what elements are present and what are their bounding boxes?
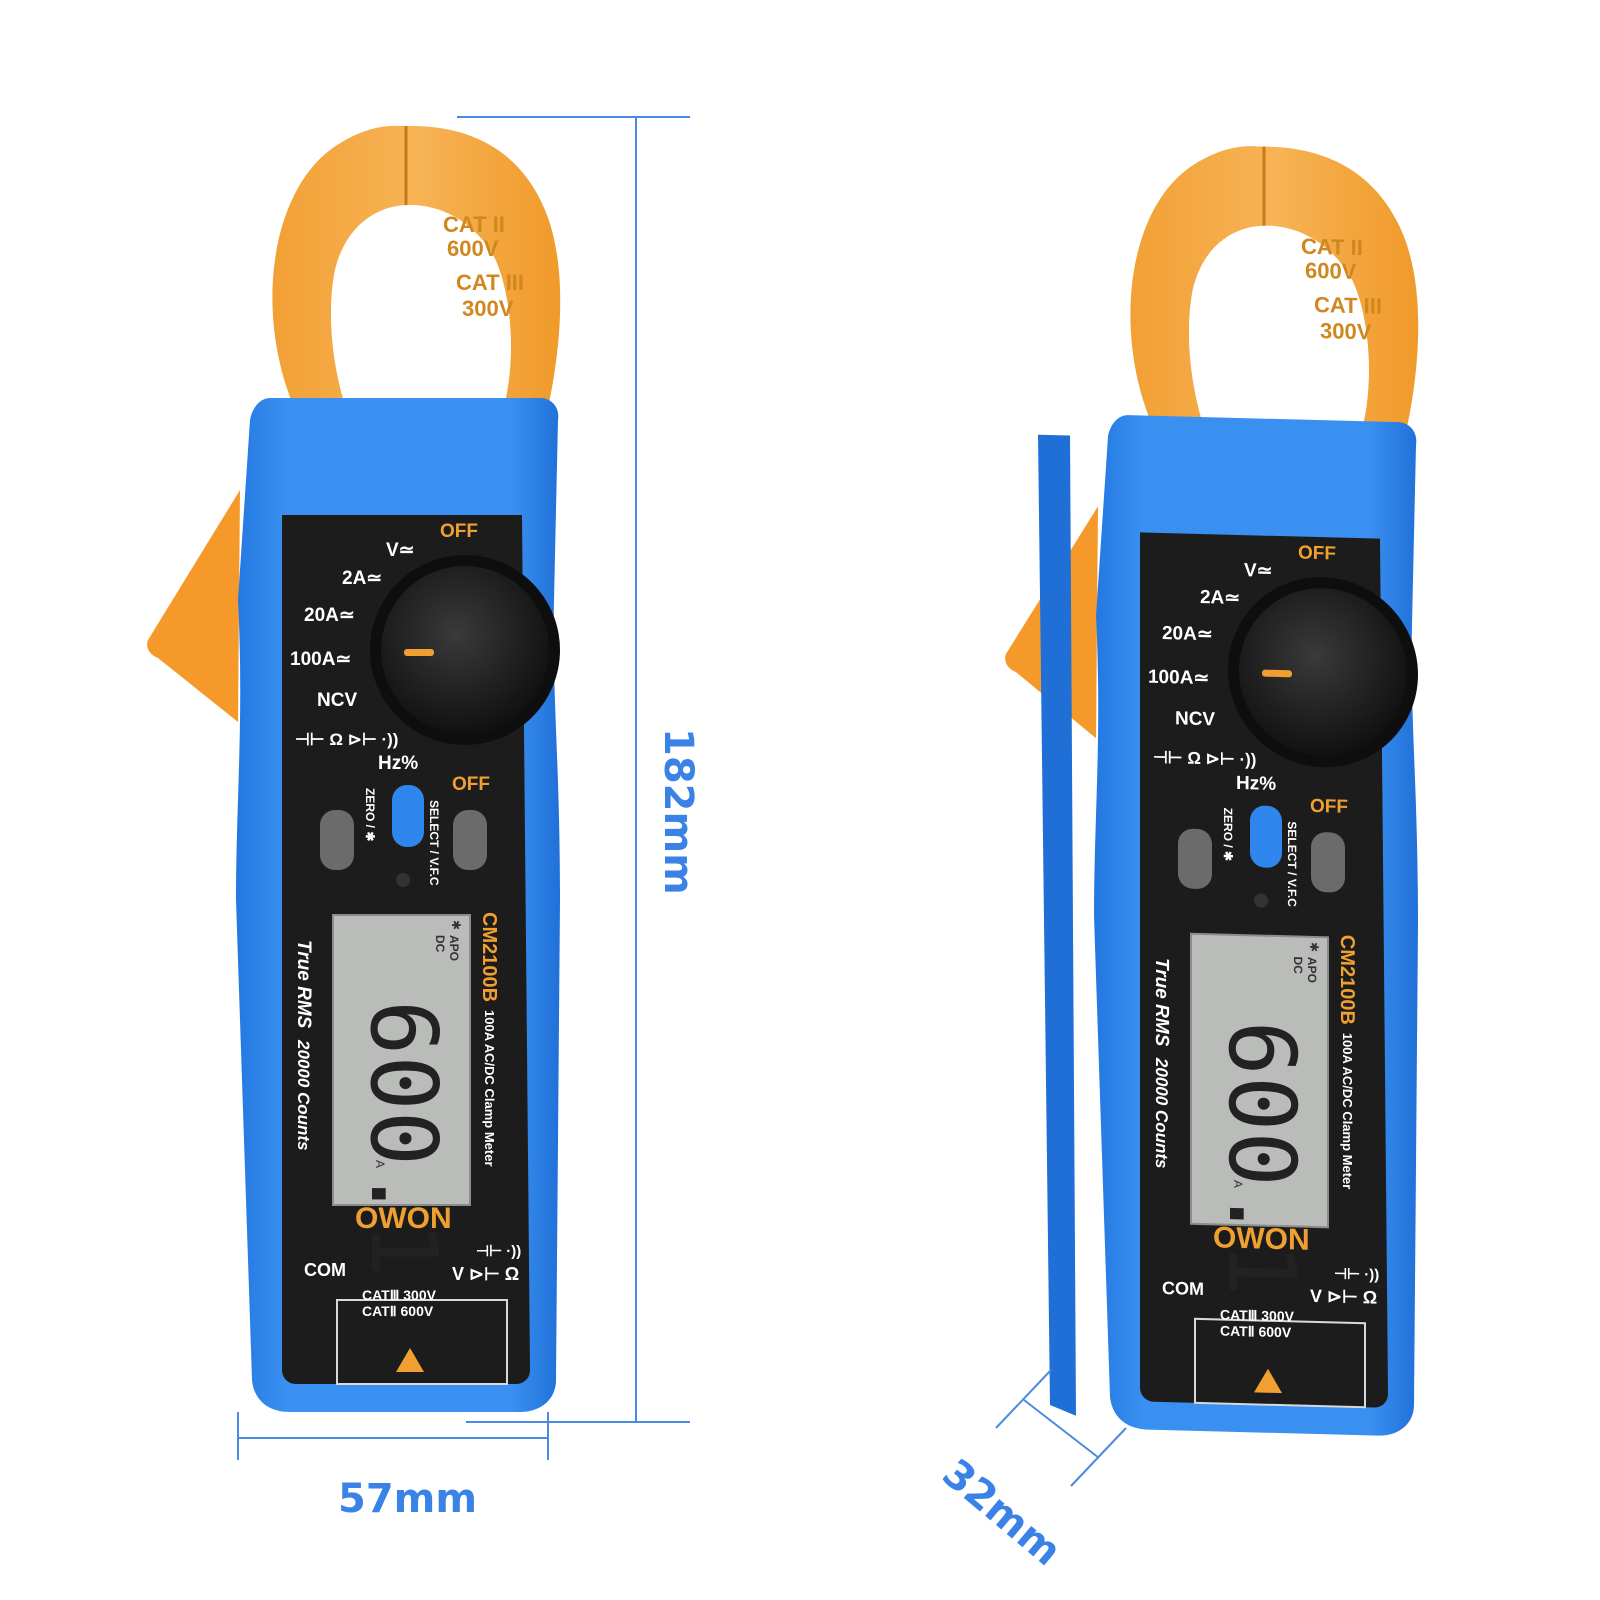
model-desc: 100A AC/DC Clamp Meter (482, 1010, 497, 1167)
svg-text:20A≃: 20A≃ (1162, 623, 1213, 645)
counts: 20000 Counts (294, 1039, 313, 1151)
svg-text:CM2100B: CM2100B (1336, 935, 1358, 1026)
svg-text:A: A (1231, 1180, 1245, 1188)
svg-text:100A AC/DC Clamp Meter: 100A AC/DC Clamp Meter (1340, 1033, 1355, 1190)
svg-text:OFF: OFF (1310, 796, 1348, 818)
dial-off-top: OFF (440, 521, 478, 542)
dial-100a: 100A≃ (290, 649, 351, 670)
dial-off-bottom: OFF (452, 774, 490, 795)
zero-label: ZERO / ✱ (363, 788, 377, 841)
svg-text:600V: 600V (1305, 258, 1357, 284)
jack-input: V ⊳⊢ Ω (452, 1264, 519, 1284)
select-label: SELECT / V.F.C (427, 800, 441, 886)
true-rms: True RMS (293, 940, 314, 1029)
svg-text:2A≃: 2A≃ (1200, 587, 1240, 609)
height-label: 182mm (655, 728, 701, 895)
meter-angled-view (1003, 138, 1420, 1439)
jack-com: COM (304, 1260, 346, 1280)
dial-v: V≃ (386, 540, 415, 561)
svg-text:20000 Counts: 20000 Counts (1152, 1057, 1171, 1169)
svg-text:Hz%: Hz% (1236, 773, 1276, 795)
dimension-height (457, 116, 690, 1423)
svg-text:600V: 600V (447, 236, 499, 261)
dimension-depth (995, 1369, 1127, 1487)
dial-res: ⊣⊢ Ω ⊳⊢ ·)) (295, 730, 398, 749)
cat-rating-3: CATⅢ 300V (362, 1287, 437, 1303)
right-meter-labels: CAT II 600V CAT III 300V OFF V≃ 2A≃ 20A≃… (1148, 234, 1382, 1394)
lcd-reading: 600.1 (350, 1000, 457, 1277)
brand-logo: OWON (355, 1202, 452, 1235)
jack-input-top: ⊣⊢ ·)) (476, 1243, 521, 1260)
svg-text:300V: 300V (1320, 318, 1372, 344)
svg-text:ZERO / ✱: ZERO / ✱ (1221, 808, 1235, 862)
width-label: 57mm (338, 1476, 477, 1522)
dial-20a: 20A≃ (304, 605, 355, 626)
depth-label: 32mm (934, 1450, 1070, 1575)
svg-text:APO: APO (1305, 957, 1319, 983)
dial-2a: 2A≃ (342, 568, 382, 589)
dial-hz: Hz% (378, 753, 418, 774)
dimension-width (237, 1412, 549, 1460)
cat-rating-2: CATⅡ 600V (362, 1303, 434, 1319)
lcd-dc: DC (433, 935, 447, 953)
svg-text:CAT III: CAT III (456, 270, 524, 295)
dial-ncv: NCV (317, 690, 357, 711)
svg-text:OWON: OWON (1213, 1221, 1310, 1257)
svg-text:CAT II: CAT II (443, 212, 505, 237)
svg-text:SELECT / V.F.C: SELECT / V.F.C (1285, 821, 1299, 907)
svg-text:True RMS: True RMS (1151, 958, 1172, 1047)
svg-text:CAT II: CAT II (1301, 234, 1363, 261)
svg-text:300V: 300V (462, 296, 514, 321)
svg-text:CATⅡ 600V: CATⅡ 600V (1220, 1322, 1292, 1340)
svg-text:⊣⊢ Ω ⊳⊢ ·)): ⊣⊢ Ω ⊳⊢ ·)) (1153, 748, 1256, 770)
svg-text:✱: ✱ (1307, 942, 1321, 952)
svg-text:V≃: V≃ (1244, 560, 1273, 582)
svg-text:DC: DC (1291, 956, 1305, 974)
svg-text:CATⅢ 300V: CATⅢ 300V (1220, 1306, 1295, 1324)
svg-text:CAT III: CAT III (1314, 292, 1382, 319)
warning-icon (396, 1348, 424, 1372)
svg-text:⊣⊢ ·)): ⊣⊢ ·)) (1334, 1265, 1379, 1283)
model-name: CM2100B (478, 912, 500, 1002)
svg-text:OFF: OFF (1298, 543, 1336, 565)
svg-text:NCV: NCV (1175, 708, 1215, 730)
svg-text:V ⊳⊢ Ω: V ⊳⊢ Ω (1310, 1286, 1377, 1308)
svg-text:100A≃: 100A≃ (1148, 667, 1209, 690)
left-meter-labels: CAT II 600V CAT III 300V OFF V≃ 2A≃ 20A≃… (290, 212, 524, 1372)
lcd-apo: APO (447, 935, 461, 961)
lcd-bt: ✱ (449, 920, 463, 930)
lcd-unit: A (373, 1160, 387, 1168)
svg-text:600.1: 600.1 (1208, 1019, 1315, 1299)
svg-text:COM: COM (1162, 1278, 1204, 1299)
